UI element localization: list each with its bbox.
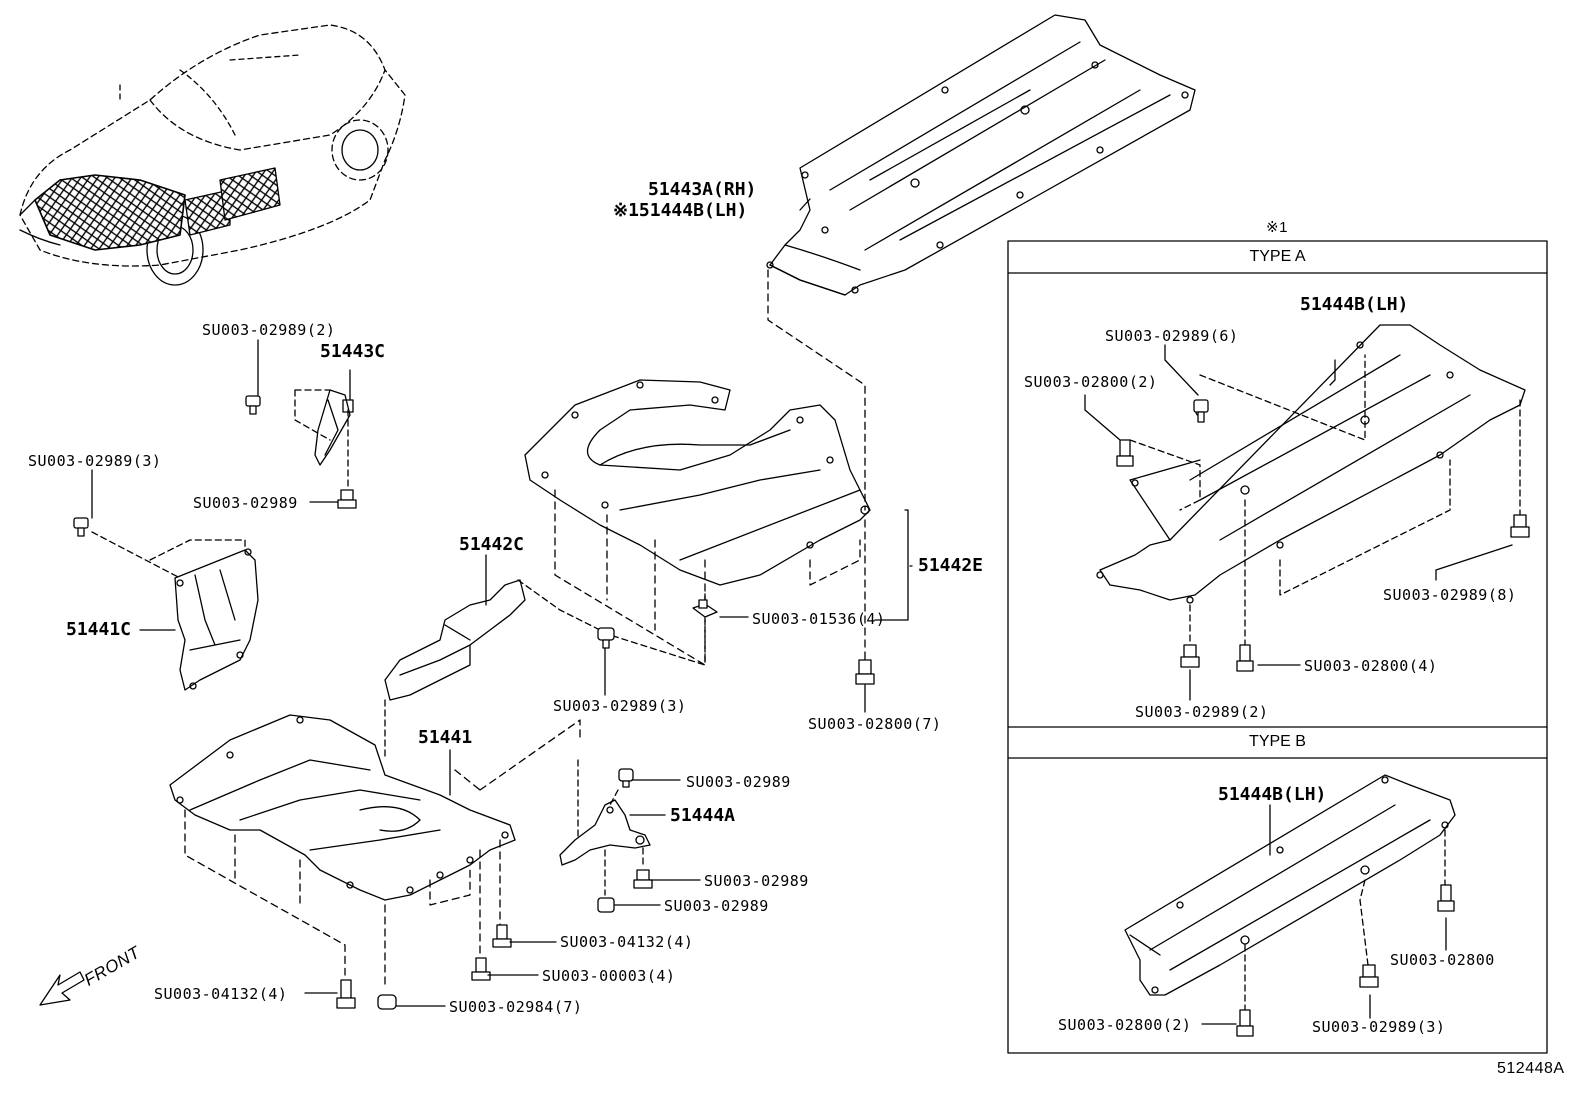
fastener-label: SU003-02989(8) <box>1383 586 1517 604</box>
inset-frame <box>1007 240 1548 1054</box>
fastener-label: SU003-02989(3) <box>553 697 687 715</box>
fastener-label: SU003-02800(7) <box>808 715 942 733</box>
clip-icon <box>245 395 261 415</box>
clip-icon <box>597 897 615 913</box>
part-label-51441C: 51441C <box>66 619 132 640</box>
type-a-part-label: 51444B(LH) <box>1300 294 1409 315</box>
panel-51441C-shape <box>174 548 259 691</box>
part-label-51443A: 51443A(RH) <box>648 179 757 200</box>
clip-icon <box>377 994 397 1010</box>
fastener-label: SU003-02800 <box>1390 951 1495 969</box>
fastener-label: SU003-02989(2) <box>202 321 336 339</box>
part-label-51444A: 51444A <box>670 805 736 826</box>
undercover-51441-shape <box>169 714 516 901</box>
inset-note-mark: ※1 <box>1266 219 1288 236</box>
type-a-heading: TYPE A <box>1249 248 1306 265</box>
type-a-leaders <box>1129 354 1521 651</box>
bolt-icon <box>1510 514 1530 538</box>
bracket-51443C-shape <box>314 389 354 466</box>
fastener-label: SU003-02989 <box>686 773 791 791</box>
bolt-icon <box>1236 1009 1254 1037</box>
clip-icon <box>618 768 634 788</box>
bolt-icon <box>1116 439 1134 467</box>
diagram-reference-number: 512448A <box>1497 1060 1565 1077</box>
note-mark: ※1 <box>613 200 639 221</box>
fasteners-art <box>73 395 875 1010</box>
fastener-label: SU003-02984(7) <box>449 998 583 1016</box>
fastener-label: SU003-01536(4) <box>752 610 886 628</box>
clip-icon <box>597 627 615 649</box>
bolt-icon <box>336 979 356 1009</box>
fastener-label: SU003-02800(2) <box>1058 1016 1192 1034</box>
bolt-icon <box>1180 644 1200 668</box>
type-b-heading: TYPE B <box>1249 733 1306 750</box>
car-overview-illustration <box>19 24 406 286</box>
fastener-label: SU003-04132(4) <box>154 985 288 1003</box>
type-b-panel-shape <box>1124 774 1456 996</box>
bolt-icon <box>492 924 512 948</box>
front-arrow-icon <box>39 971 85 1006</box>
fastener-label: SU003-02989 <box>193 494 298 512</box>
fastener-label: SU003-00003(4) <box>542 967 676 985</box>
bolt-icon <box>633 869 653 889</box>
fastener-label: SU003-02989 <box>704 872 809 890</box>
part-label-51442C: 51442C <box>459 534 525 555</box>
fastener-label: SU003-02800(2) <box>1024 373 1158 391</box>
undercover-51442E-shape <box>524 379 871 586</box>
bolt-icon <box>471 957 491 981</box>
part-label-51443C: 51443C <box>320 341 386 362</box>
bolt-icon <box>855 659 875 685</box>
label-leaders <box>91 198 913 1007</box>
part-label-51442E: 51442E <box>918 555 984 576</box>
bracket-51444A-shape <box>559 799 651 866</box>
bolt-icon <box>1437 884 1455 912</box>
fastener-label: SU003-04132(4) <box>560 933 694 951</box>
clip-icon <box>1193 399 1209 423</box>
clip-icon <box>73 517 89 537</box>
fastener-label: SU003-02989 <box>664 897 769 915</box>
part-label-51444B-main: ※151444B(LH) <box>613 200 748 221</box>
bracket-51442C-shape <box>384 579 526 701</box>
fastener-label: SU003-02989(6) <box>1105 327 1239 345</box>
bolt-icon <box>1236 644 1254 672</box>
type-b-part-label: 51444B(LH) <box>1218 784 1327 805</box>
fastener-label: SU003-02989(3) <box>1312 1018 1446 1036</box>
bolt-icon <box>1359 964 1379 988</box>
leader-dash-a <box>767 269 866 511</box>
fastener-label: SU003-02989(2) <box>1135 703 1269 721</box>
undercover-51443A-shape <box>766 14 1196 296</box>
fastener-label: SU003-02989(3) <box>28 452 162 470</box>
fastener-label: SU003-02800(4) <box>1304 657 1438 675</box>
bolt-icon <box>337 489 357 509</box>
leaders-51441 <box>184 719 581 986</box>
part-label-51441: 51441 <box>418 727 473 748</box>
